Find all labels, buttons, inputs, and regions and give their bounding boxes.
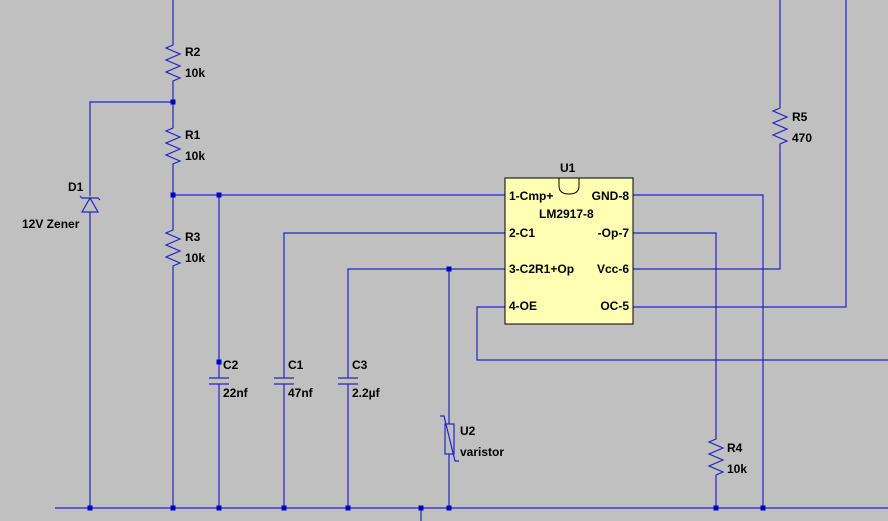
d1-name: D1: [68, 180, 84, 194]
wire-pin6-vcc: [633, 147, 781, 270]
resistor-r2-symbol[interactable]: [164, 42, 182, 84]
wires: [55, 0, 888, 521]
junction-dot-8: [216, 505, 222, 511]
d1-value: 12V Zener: [22, 217, 80, 231]
junction-dot-1: [170, 99, 176, 105]
c2-name: C2: [223, 358, 239, 372]
wire-pin5-oc: [633, 0, 847, 308]
r5-name: R5: [792, 110, 808, 124]
junctions: [87, 99, 766, 511]
wire-pin2: [283, 232, 505, 378]
r1-name: R1: [185, 128, 201, 142]
ic-pin-2-label: 2-C1: [509, 226, 535, 240]
ic-pin-5-label: OC-5: [600, 299, 629, 313]
c1-name: C1: [288, 358, 304, 372]
c2-value: 22nf: [223, 386, 249, 400]
wire-zener-branch: [89, 101, 173, 196]
resistor-r3-symbol[interactable]: [164, 227, 182, 269]
r3-value: 10k: [185, 251, 205, 265]
ic-pin-8-label: GND-8: [592, 189, 630, 203]
r2-name: R2: [185, 45, 201, 59]
ic-pin-1-label: 1-Cmp+: [509, 189, 553, 203]
junction-dot-3: [216, 192, 222, 198]
capacitor-c3-symbol[interactable]: [338, 377, 358, 385]
junction-dot-11: [418, 505, 424, 511]
junction-dot-10: [345, 505, 351, 511]
junction-dot-7: [170, 505, 176, 511]
junction-dot-5: [446, 266, 452, 272]
junction-dot-6: [87, 505, 93, 511]
c3-name: C3: [352, 358, 368, 372]
wire-pin3: [347, 268, 505, 378]
r4-name: R4: [727, 441, 743, 455]
junction-dot-9: [281, 505, 287, 511]
ic-u1-notch: [558, 178, 580, 195]
junction-dot-2: [170, 192, 176, 198]
junction-dot-12: [446, 505, 452, 511]
capacitor-c2-symbol[interactable]: [209, 377, 229, 385]
r1-value: 10k: [185, 149, 205, 163]
r2-value: 10k: [185, 66, 205, 80]
capacitor-c1-symbol[interactable]: [274, 377, 294, 385]
c3-value: 2.2µf: [352, 386, 381, 400]
wire-pin8-gnd: [633, 194, 764, 508]
u2-value: varistor: [460, 445, 504, 459]
junction-dot-13: [713, 505, 719, 511]
ic-u1-body[interactable]: [504, 177, 634, 325]
ic-u1-part: LM2917-8: [539, 207, 594, 221]
resistor-r4-symbol[interactable]: [707, 436, 725, 478]
ic-pin-6-label: Vcc-6: [597, 262, 629, 276]
r4-value: 10k: [727, 462, 747, 476]
wire-pin4: [476, 306, 888, 361]
r3-name: R3: [185, 230, 201, 244]
varistor-u2-symbol[interactable]: [440, 415, 459, 462]
r5-value: 470: [792, 131, 812, 145]
ic-pin-4-label: 4-OE: [509, 299, 537, 313]
zener-diode-d1-symbol[interactable]: [79, 195, 101, 213]
ic-pin-7-label: -Op-7: [598, 226, 630, 240]
wire-pin7: [633, 232, 717, 436]
c1-value: 47nf: [288, 386, 314, 400]
ic-pin-3-label: 3-C2R1+Op: [509, 262, 574, 276]
ic-u1-name: U1: [560, 161, 576, 175]
junction-dot-4: [216, 359, 222, 365]
resistor-r5-symbol[interactable]: [771, 105, 789, 147]
junction-dot-14: [760, 505, 766, 511]
u2-name: U2: [460, 424, 476, 438]
resistor-r1-symbol[interactable]: [164, 125, 182, 167]
